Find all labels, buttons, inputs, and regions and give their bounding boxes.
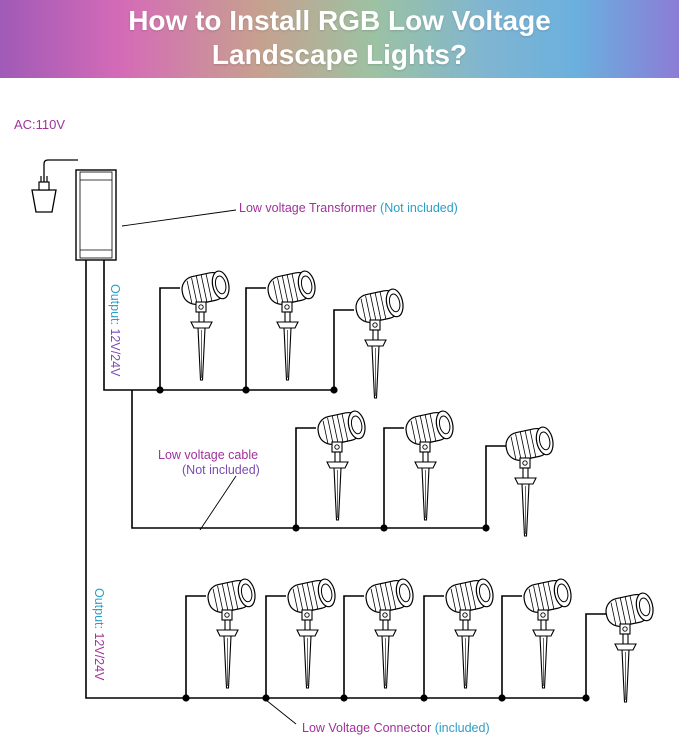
- spotlight-icon: [403, 408, 457, 521]
- spotlight-icon: [265, 268, 319, 381]
- spotlight-icon: [179, 268, 233, 381]
- title-banner: [0, 0, 679, 78]
- transformer-label-main: Low voltage Transformer: [239, 201, 377, 215]
- transformer-leader-line: [121, 209, 237, 227]
- plug-icon: [31, 159, 78, 213]
- spotlight-icon: [443, 576, 497, 689]
- lights: [179, 268, 657, 703]
- title-line-1: How to Install RGB Low Voltage: [128, 5, 551, 36]
- output-label-bottom-main: Output:: [92, 588, 106, 629]
- cable-label-note: (Not included): [182, 463, 260, 477]
- output-label-top: Output: 12V/24V: [108, 284, 122, 376]
- spotlight-icon: [285, 576, 339, 689]
- spotlight-icon: [363, 576, 417, 689]
- connector-leader-line: [265, 699, 297, 725]
- connector-dot-icon: [420, 694, 428, 702]
- transformer-icon: [75, 169, 117, 261]
- ac-label: AC:110V: [14, 117, 66, 132]
- connector-dot-icon: [262, 694, 270, 702]
- spotlight-icon: [353, 286, 407, 399]
- connector-label-note: (included): [431, 721, 490, 735]
- connector-dot-icon: [482, 524, 490, 532]
- spotlight-icon: [205, 576, 259, 689]
- spotlight-icon: [603, 590, 657, 703]
- cable-label: Low voltage cable: [158, 448, 259, 462]
- spotlight-icon: [315, 408, 369, 521]
- connector-dot-icon: [182, 694, 190, 702]
- connector-dot-icon: [340, 694, 348, 702]
- output-label-bottom-value: 12V/24V: [92, 629, 106, 681]
- spotlight-icon: [503, 424, 557, 537]
- cable-lines: [85, 260, 606, 699]
- connector-dot-icon: [380, 524, 388, 532]
- connector-label-main: Low Voltage Connector: [302, 721, 432, 735]
- connector-dot-icon: [498, 694, 506, 702]
- page-title: How to Install RGB Low Voltage Landscape…: [0, 4, 679, 72]
- spotlight-icon: [521, 576, 575, 689]
- output-label-top-main: Output:: [108, 284, 122, 325]
- connector-dot-icon: [156, 386, 164, 394]
- output-label-bottom: Output: 12V/24V: [92, 588, 106, 680]
- cable-leader-line: [199, 475, 237, 531]
- connector-label: Low Voltage Connector (included): [302, 721, 490, 735]
- connector-dot-icon: [330, 386, 338, 394]
- connector-dot-icon: [242, 386, 250, 394]
- title-line-2: Landscape Lights?: [211, 39, 468, 70]
- output-label-top-value: 12V/24V: [108, 325, 122, 377]
- transformer-label-note: (Not included): [376, 201, 458, 215]
- transformer-label: Low voltage Transformer (Not included): [239, 201, 458, 215]
- connector-dots: [156, 386, 590, 702]
- connector-dot-icon: [582, 694, 590, 702]
- connector-dot-icon: [292, 524, 300, 532]
